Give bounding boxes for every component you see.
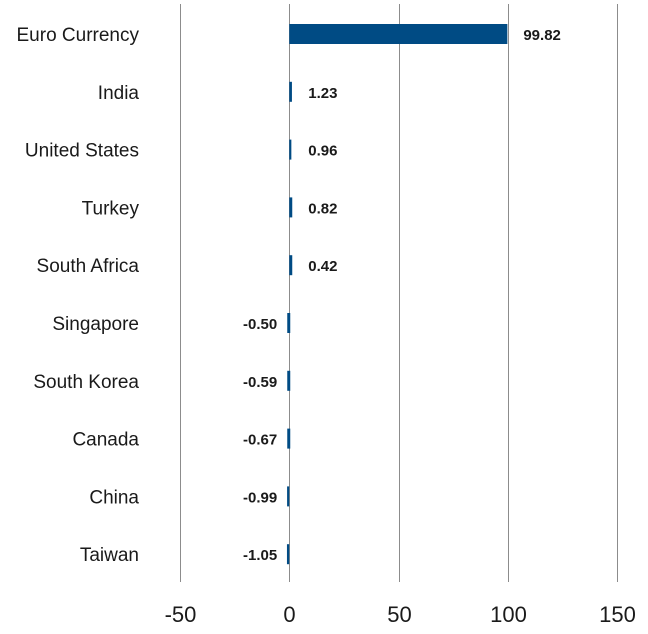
x-tick-label: 50 [387,602,411,627]
x-tick-label: -50 [165,602,197,627]
category-label: Turkey [82,198,140,219]
bar-india [289,81,292,102]
bar-turkey [289,197,293,218]
x-axis-tick-labels: -50 0 50 100 150 [165,602,636,627]
value-label: 0.96 [308,143,337,160]
value-label: -0.50 [243,316,277,333]
category-label: India [98,83,140,104]
bar-united-states [289,139,292,160]
x-tick-label: 0 [283,602,295,627]
value-label: -1.05 [243,547,277,564]
category-label: Taiwan [80,545,139,566]
value-label: -0.59 [243,374,277,391]
bar-singapore [287,313,291,333]
value-label: -0.99 [243,489,277,506]
value-label: -0.67 [243,432,277,449]
bar-south-korea [287,370,291,391]
category-label: South Korea [33,372,139,393]
value-label: 1.23 [308,85,337,102]
x-tick-label: 100 [490,602,527,627]
value-label: 0.82 [308,200,337,217]
bar-china [287,486,290,507]
bar-south-africa [289,255,293,276]
bar-euro-currency [289,24,508,44]
bar-canada [287,428,291,449]
category-label: Euro Currency [17,25,140,46]
category-label: Singapore [52,314,139,335]
category-label: China [89,487,139,508]
category-label: United States [25,141,139,162]
value-label: 0.42 [308,258,337,275]
value-labels: 99.82 1.23 0.96 0.82 0.42 -0.50 -0.59 -0.67 -0.9… [243,27,561,564]
value-label: 99.82 [523,27,561,44]
bar-taiwan [286,544,290,565]
x-tick-label: 150 [599,602,636,627]
bars [286,24,508,565]
category-label: Canada [72,430,139,451]
category-label: South Africa [37,256,140,277]
